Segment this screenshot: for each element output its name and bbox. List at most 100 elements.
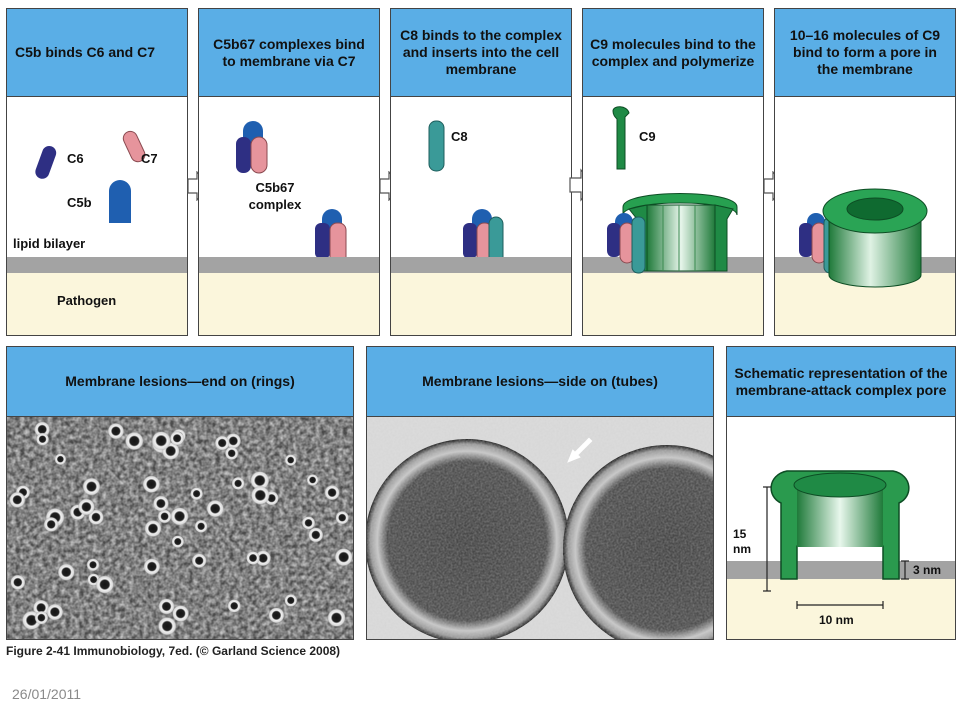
- step-5-title: 10–16 molecules of C9 bind to form a por…: [775, 9, 955, 97]
- lesion-ring: [227, 599, 242, 613]
- schematic-title: Schematic representation of the membrane…: [727, 347, 955, 417]
- label-width-10nm: 10 nm: [819, 613, 854, 627]
- lesion-ring: [214, 435, 230, 451]
- lesion-ring: [107, 422, 125, 440]
- lesion-ring: [143, 558, 161, 576]
- lesion-ring: [334, 547, 353, 567]
- lesion-ring: [10, 574, 26, 591]
- micrograph-tubes-title: Membrane lesions—side on (tubes): [367, 347, 713, 417]
- figure-caption: Figure 2-41 Immunobiology, 7ed. (© Garla…: [6, 644, 341, 658]
- c6-molecule: [35, 145, 57, 179]
- lesion-ring: [170, 506, 190, 526]
- step-2-illustration: [236, 121, 347, 266]
- lesion-ring: [57, 563, 76, 581]
- step-3-title: C8 binds to the complex and inserts into…: [391, 9, 571, 97]
- c7-molecule: [250, 136, 268, 174]
- c6-molecule: [463, 223, 477, 259]
- step-4-title: C9 molecules bind to the complex and pol…: [583, 9, 763, 97]
- c8-molecule: [428, 120, 445, 172]
- label-lipid-bilayer: lipid bilayer: [13, 236, 86, 251]
- label-thickness-3nm: 3 nm: [913, 563, 942, 577]
- micrograph-arrow-icon: [567, 437, 593, 463]
- mac-pore: [828, 218, 922, 288]
- lesion-ring: [190, 487, 204, 501]
- lesion-ring: [191, 553, 207, 569]
- lesion-ring: [284, 593, 298, 607]
- slide-date: 26/01/2011: [12, 686, 82, 702]
- lesion-ring: [142, 475, 161, 494]
- label-pathogen: Pathogen: [57, 293, 117, 308]
- pathogen-area: [391, 273, 571, 335]
- lesion-ring: [254, 550, 272, 567]
- lesion-ring: [34, 610, 49, 625]
- pathogen-area: [199, 273, 379, 335]
- lesion-ring: [224, 446, 239, 461]
- lesion-ring: [169, 430, 185, 446]
- micrograph-rings-image: [7, 417, 353, 639]
- lesion-ring: [171, 535, 185, 549]
- lesion-ring: [308, 527, 324, 543]
- label-height-15nm: 15 nm: [733, 527, 751, 556]
- step-panel-1: C5b binds C6 and C7 C6 C7 C5b lipid bila…: [6, 8, 188, 336]
- lesion-ring: [152, 495, 170, 512]
- c9-molecule: [612, 106, 630, 170]
- lesion-ring: [9, 491, 26, 509]
- lesion-ring: [86, 558, 100, 572]
- lesion-rings: [9, 421, 353, 636]
- membrane: [199, 257, 379, 273]
- lesion-ring: [301, 516, 316, 530]
- c8-molecule: [631, 216, 646, 274]
- label-c6: C6: [67, 151, 84, 166]
- lesion-ring: [245, 550, 261, 566]
- lesion-ring: [54, 453, 67, 466]
- lesion-ring: [158, 598, 175, 615]
- label-c8: C8: [451, 129, 468, 144]
- step-panel-5: 10–16 molecules of C9 bind to form a por…: [774, 8, 956, 336]
- pathogen-area: [583, 273, 763, 335]
- lesion-ring: [124, 431, 144, 451]
- pathogen-area: [727, 579, 955, 639]
- lesion-ring: [250, 485, 270, 505]
- lesion-ring: [324, 484, 340, 501]
- lesion-ring: [335, 510, 350, 525]
- lesion-ring: [95, 575, 115, 594]
- step-panel-4: C9 molecules bind to the complex and pol…: [582, 8, 764, 336]
- lesion-ring: [34, 421, 51, 438]
- lesion-ring: [77, 498, 96, 516]
- c6-molecule: [236, 137, 251, 173]
- step-2-title: C5b67 complexes bind to membrane via C7: [199, 9, 379, 97]
- lesion-ring: [171, 604, 190, 623]
- schematic-panel: Schematic representation of the membrane…: [726, 346, 956, 640]
- micrograph-tubes-image: [367, 417, 713, 639]
- lesion-ring: [284, 454, 297, 467]
- lesion-ring: [268, 607, 285, 624]
- membrane: [7, 257, 187, 273]
- lesion-ring: [157, 616, 177, 636]
- schematic-pore: [763, 470, 910, 609]
- step-panel-2: C5b67 complexes bind to membrane via C7 …: [198, 8, 380, 336]
- c6-molecule: [607, 223, 621, 257]
- membrane: [391, 257, 571, 273]
- lesion-ring: [327, 608, 346, 628]
- pathogen-area: [7, 273, 187, 335]
- c6-molecule: [315, 223, 330, 259]
- lesion-ring: [35, 432, 50, 446]
- label-c9: C9: [639, 129, 656, 144]
- lesion-ring: [206, 499, 225, 518]
- c6-molecule: [799, 223, 813, 257]
- lesion-ring: [151, 430, 172, 451]
- c7-molecule: [122, 130, 146, 163]
- step-1-title: C5b binds C6 and C7: [7, 9, 187, 97]
- lesion-ring: [194, 519, 208, 533]
- lesion-ring: [157, 509, 172, 524]
- lesion-ring: [43, 516, 59, 533]
- step-panel-3: C8 binds to the complex and inserts into…: [390, 8, 572, 336]
- lesion-ring: [306, 473, 319, 487]
- step-4-illustration: [607, 106, 738, 274]
- lesion-ring: [250, 470, 270, 491]
- lesion-ring: [82, 477, 101, 496]
- c5b-molecule: [109, 180, 131, 223]
- label-c5b: C5b: [67, 195, 92, 210]
- micrograph-panel-rings: Membrane lesions—end on (rings): [6, 346, 354, 640]
- micrograph-panel-tubes: Membrane lesions—side on (tubes): [366, 346, 714, 640]
